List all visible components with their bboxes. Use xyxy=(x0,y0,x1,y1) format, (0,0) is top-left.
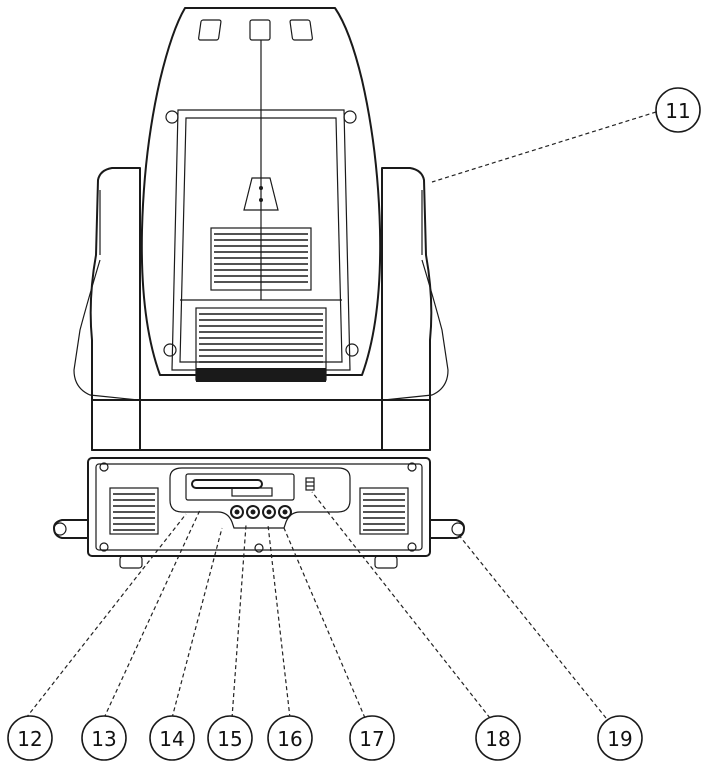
callout-15: 15 xyxy=(207,715,253,761)
callout-label-12: 12 xyxy=(17,727,42,751)
callout-11: 11 xyxy=(655,87,701,133)
callout-label-18: 18 xyxy=(485,727,510,751)
callout-label-15: 15 xyxy=(217,727,242,751)
callout-label-17: 17 xyxy=(359,727,384,751)
yoke xyxy=(73,167,449,451)
base xyxy=(53,457,465,569)
callout-18: 18 xyxy=(475,715,521,761)
callout-label-16: 16 xyxy=(277,727,302,751)
callout-label-19: 19 xyxy=(607,727,632,751)
callout-label-14: 14 xyxy=(159,727,184,751)
callout-label-13: 13 xyxy=(91,727,116,751)
leader-lines xyxy=(25,111,657,719)
callout-label-11: 11 xyxy=(665,99,690,123)
callout-13: 13 xyxy=(81,715,127,761)
head xyxy=(140,7,382,382)
callout-14: 14 xyxy=(149,715,195,761)
callout-17: 17 xyxy=(349,715,395,761)
callout-12: 12 xyxy=(7,715,53,761)
callout-19: 19 xyxy=(597,715,643,761)
callout-16: 16 xyxy=(267,715,313,761)
